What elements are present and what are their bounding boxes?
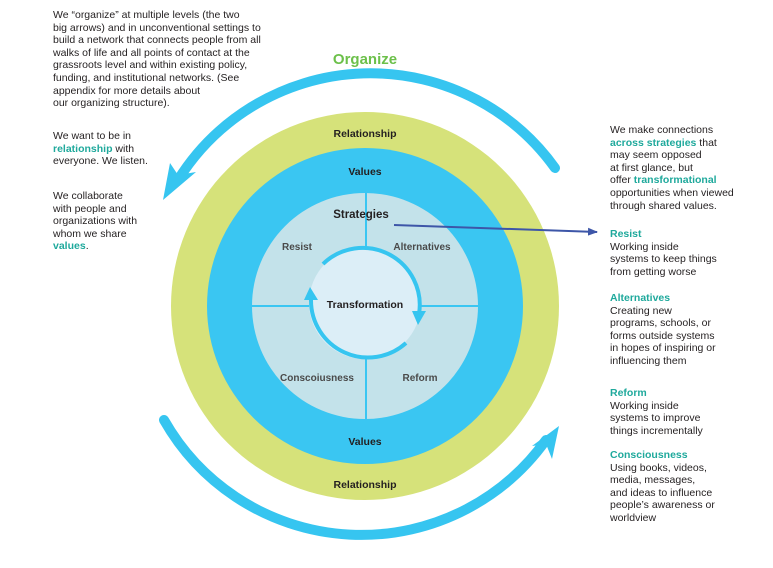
definition-heading: Resist (610, 228, 642, 240)
upper-arrow-head-icon (163, 163, 196, 200)
values-text-line: whom we share (53, 227, 127, 240)
relationship-description: We want to be in relationship with every… (53, 130, 148, 168)
organize-text-line: grassroots level and within existing pol… (53, 59, 248, 72)
segment-alternatives: Alternatives (393, 242, 451, 253)
organize-text-line: build a network that connects people fro… (53, 34, 261, 47)
upper-organize-arrow (173, 68, 560, 185)
intro-text-line: through shared values. (610, 199, 717, 212)
definition-line: Working inside (610, 240, 679, 253)
lower-arrow-head-icon (532, 426, 559, 459)
strategies-intro: We make connections across strategies th… (610, 124, 734, 212)
definition-line: and ideas to influence (610, 486, 713, 499)
cycle-arrow-head-down-icon (412, 311, 426, 325)
organize-text-line: funding, and institutional networks. (Se… (53, 71, 240, 84)
values-description: We collaborate with people and organizat… (53, 190, 137, 253)
definition-line: people’s awareness or (610, 499, 715, 512)
transformation-label: Transformation (327, 299, 403, 311)
definition-alternatives: Alternatives Creating new programs, scho… (610, 292, 716, 368)
intro-text-line: may seem opposed (610, 149, 702, 162)
relationship-text-line: We want to be in (53, 130, 132, 142)
definition-line: programs, schools, or (610, 317, 711, 330)
definition-resist: Resist Working inside systems to keep th… (610, 228, 717, 278)
definition-line: Working inside (610, 399, 679, 412)
definition-line: Creating new (610, 304, 672, 317)
definition-line: systems to improve (610, 412, 701, 425)
relationship-label-top: Relationship (333, 128, 396, 140)
values-text-line: We collaborate (53, 190, 123, 202)
organize-text-line: our organizing structure). (53, 97, 170, 110)
segment-resist: Resist (282, 242, 313, 253)
values-label-bottom: Values (348, 436, 381, 448)
definition-line: forms outside systems (610, 329, 715, 342)
values-highlight: values (53, 240, 86, 253)
relationship-text-line: everyone. We listen. (53, 155, 148, 168)
values-text-line: values. (53, 240, 137, 253)
relationship-highlight: relationship (53, 142, 113, 155)
intro-text-rest: that (696, 136, 717, 149)
values-text-line: organizations with (53, 215, 138, 228)
organize-description: We “organize” at multiple levels (the tw… (53, 9, 261, 110)
definition-heading: Alternatives (610, 292, 671, 304)
diagram-title: Organize (333, 51, 397, 68)
intro-text-line: opportunities when viewed (610, 186, 734, 199)
strategies-pointer-arrow (393, 224, 598, 236)
transformation-cycle-arrow-right (321, 245, 422, 315)
cycle-arrow-head-up-icon (304, 287, 318, 300)
organize-text-line: We “organize” at multiple levels (the tw… (53, 9, 240, 21)
definition-heading: Reform (610, 387, 647, 399)
transformational-highlight: transformational (633, 174, 717, 187)
definition-line: media, messages, (610, 474, 696, 487)
organize-text-line: walks of life and all points of contact … (53, 46, 250, 59)
definition-reform: Reform Working inside systems to improve… (610, 387, 703, 437)
definition-line: Using books, videos, (610, 461, 707, 474)
values-label-top: Values (348, 166, 381, 178)
values-text-line: with people and (53, 202, 127, 215)
organize-text-line: big arrows) and in unconventional settin… (53, 21, 261, 34)
strategies-label: Strategies (333, 209, 389, 221)
intro-text-line: at first glance, but (610, 161, 693, 174)
intro-text-line: across strategies that (610, 137, 734, 150)
intro-text-start: offer (610, 174, 634, 187)
segment-consciousness: Conscoiusness (280, 373, 354, 384)
relationship-text-line: relationship with (53, 143, 148, 156)
across-strategies-highlight: across strategies (610, 136, 697, 149)
definition-line: in hopes of inspiring or (610, 342, 716, 355)
definition-line: systems to keep things (610, 253, 717, 266)
transformation-cycle-arrow-left (308, 299, 408, 360)
definition-line: things incrementally (610, 424, 703, 437)
definition-heading: Consciousness (610, 449, 688, 461)
transformation-circle (309, 247, 421, 359)
lower-organize-arrow (159, 415, 551, 540)
definition-line: from getting worse (610, 265, 697, 278)
organize-text-line: appendix for more details about (53, 84, 201, 97)
relationship-label-bottom: Relationship (333, 479, 396, 491)
intro-text-line: offer transformational (610, 174, 734, 187)
definition-consciousness: Consciousness Using books, videos, media… (610, 449, 715, 525)
segment-reform: Reform (402, 373, 437, 384)
definition-line: worldview (610, 511, 657, 524)
intro-text-line: We make connections (610, 124, 714, 136)
values-text-end: . (85, 240, 89, 253)
definition-line: influencing them (610, 354, 687, 367)
relationship-text-rest: with (112, 142, 135, 155)
